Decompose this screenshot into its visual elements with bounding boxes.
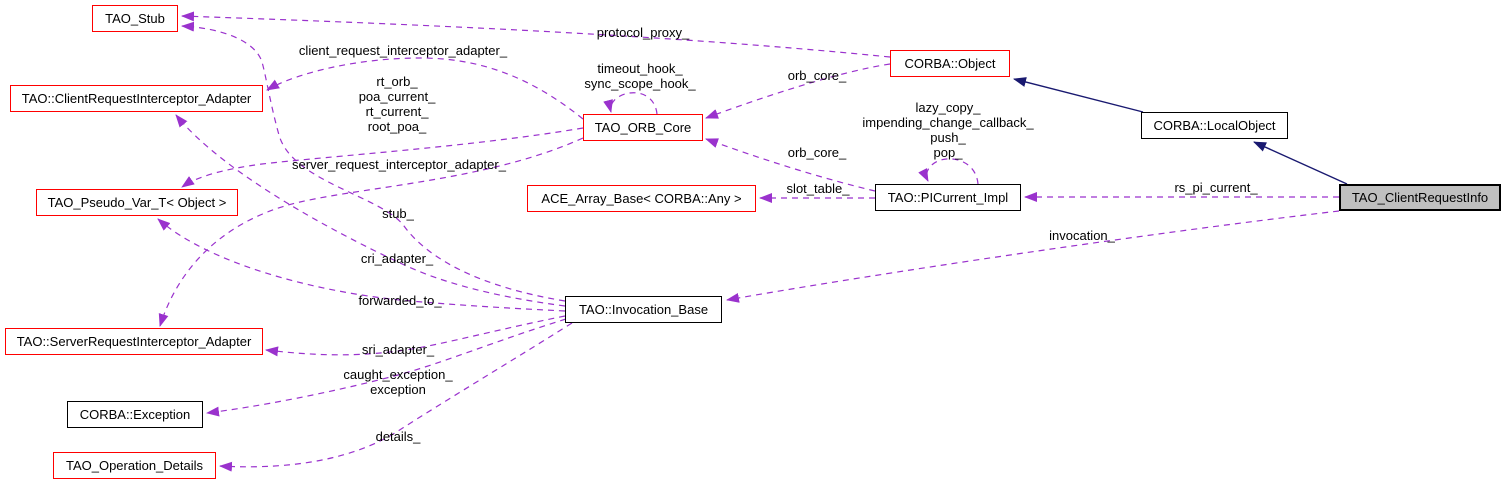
edge-invocation	[726, 210, 1340, 303]
edge-orb-core-object-vars	[181, 127, 584, 188]
node-label-corba-exception: CORBA::Exception	[79, 407, 191, 422]
node-picurrent-impl[interactable]: TAO::PICurrent_Impl	[875, 184, 1021, 211]
edge-server-request-interceptor-adapter	[158, 137, 584, 327]
node-pseudo-var[interactable]: TAO_Pseudo_Var_T< Object >	[36, 189, 238, 216]
edge-picurrent-self-loop	[918, 158, 979, 185]
node-label-server-request-interceptor-adapter: TAO::ServerRequestInterceptor_Adapter	[16, 334, 252, 349]
node-corba-local-object[interactable]: CORBA::LocalObject	[1141, 112, 1288, 139]
node-label-client-request-interceptor-adapter: TAO::ClientRequestInterceptor_Adapter	[21, 91, 252, 106]
edge-inherit-localobject-object	[1013, 77, 1144, 113]
node-ace-array-base[interactable]: ACE_Array_Base< CORBA::Any >	[527, 185, 756, 212]
edge-orb-core-from-object	[705, 63, 891, 119]
edge-client-request-interceptor-adapter	[266, 57, 584, 120]
edge-caught-exception	[206, 318, 567, 417]
node-tao-operation-details[interactable]: TAO_Operation_Details	[53, 452, 216, 479]
node-tao-stub[interactable]: TAO_Stub	[92, 5, 178, 32]
edge-stub	[181, 21, 566, 302]
node-tao-client-request-info: TAO_ClientRequestInfo	[1339, 184, 1501, 211]
node-tao-orb-core[interactable]: TAO_ORB_Core	[583, 114, 703, 141]
node-label-corba-object: CORBA::Object	[904, 56, 996, 71]
edge-protocol-proxy	[181, 11, 891, 58]
node-invocation-base[interactable]: TAO::Invocation_Base	[565, 296, 722, 323]
node-label-pseudo-var: TAO_Pseudo_Var_T< Object >	[47, 195, 227, 210]
node-server-request-interceptor-adapter[interactable]: TAO::ServerRequestInterceptor_Adapter	[5, 328, 263, 355]
edge-orb-core-from-picurrent	[705, 138, 876, 192]
node-label-corba-local-object: CORBA::LocalObject	[1153, 118, 1276, 133]
edge-inherit-clientrequestinfo-localobject	[1253, 141, 1348, 185]
edge-sri-adapter	[265, 315, 566, 357]
node-label-tao-operation-details: TAO_Operation_Details	[65, 458, 204, 473]
edge-details	[219, 322, 573, 472]
edge-forwarded-to	[157, 218, 566, 312]
edge-cri-adapter	[175, 114, 566, 307]
node-corba-exception[interactable]: CORBA::Exception	[67, 401, 203, 428]
edge-orb-core-self-loop	[603, 92, 658, 115]
node-label-picurrent-impl: TAO::PICurrent_Impl	[887, 190, 1009, 205]
node-label-tao-stub: TAO_Stub	[105, 11, 165, 26]
node-corba-object[interactable]: CORBA::Object	[890, 50, 1010, 77]
node-label-tao-client-request-info: TAO_ClientRequestInfo	[1351, 190, 1489, 205]
node-client-request-interceptor-adapter[interactable]: TAO::ClientRequestInterceptor_Adapter	[10, 85, 263, 112]
node-label-invocation-base: TAO::Invocation_Base	[578, 302, 709, 317]
node-label-ace-array-base: ACE_Array_Base< CORBA::Any >	[541, 191, 742, 206]
node-label-tao-orb-core: TAO_ORB_Core	[594, 120, 692, 135]
